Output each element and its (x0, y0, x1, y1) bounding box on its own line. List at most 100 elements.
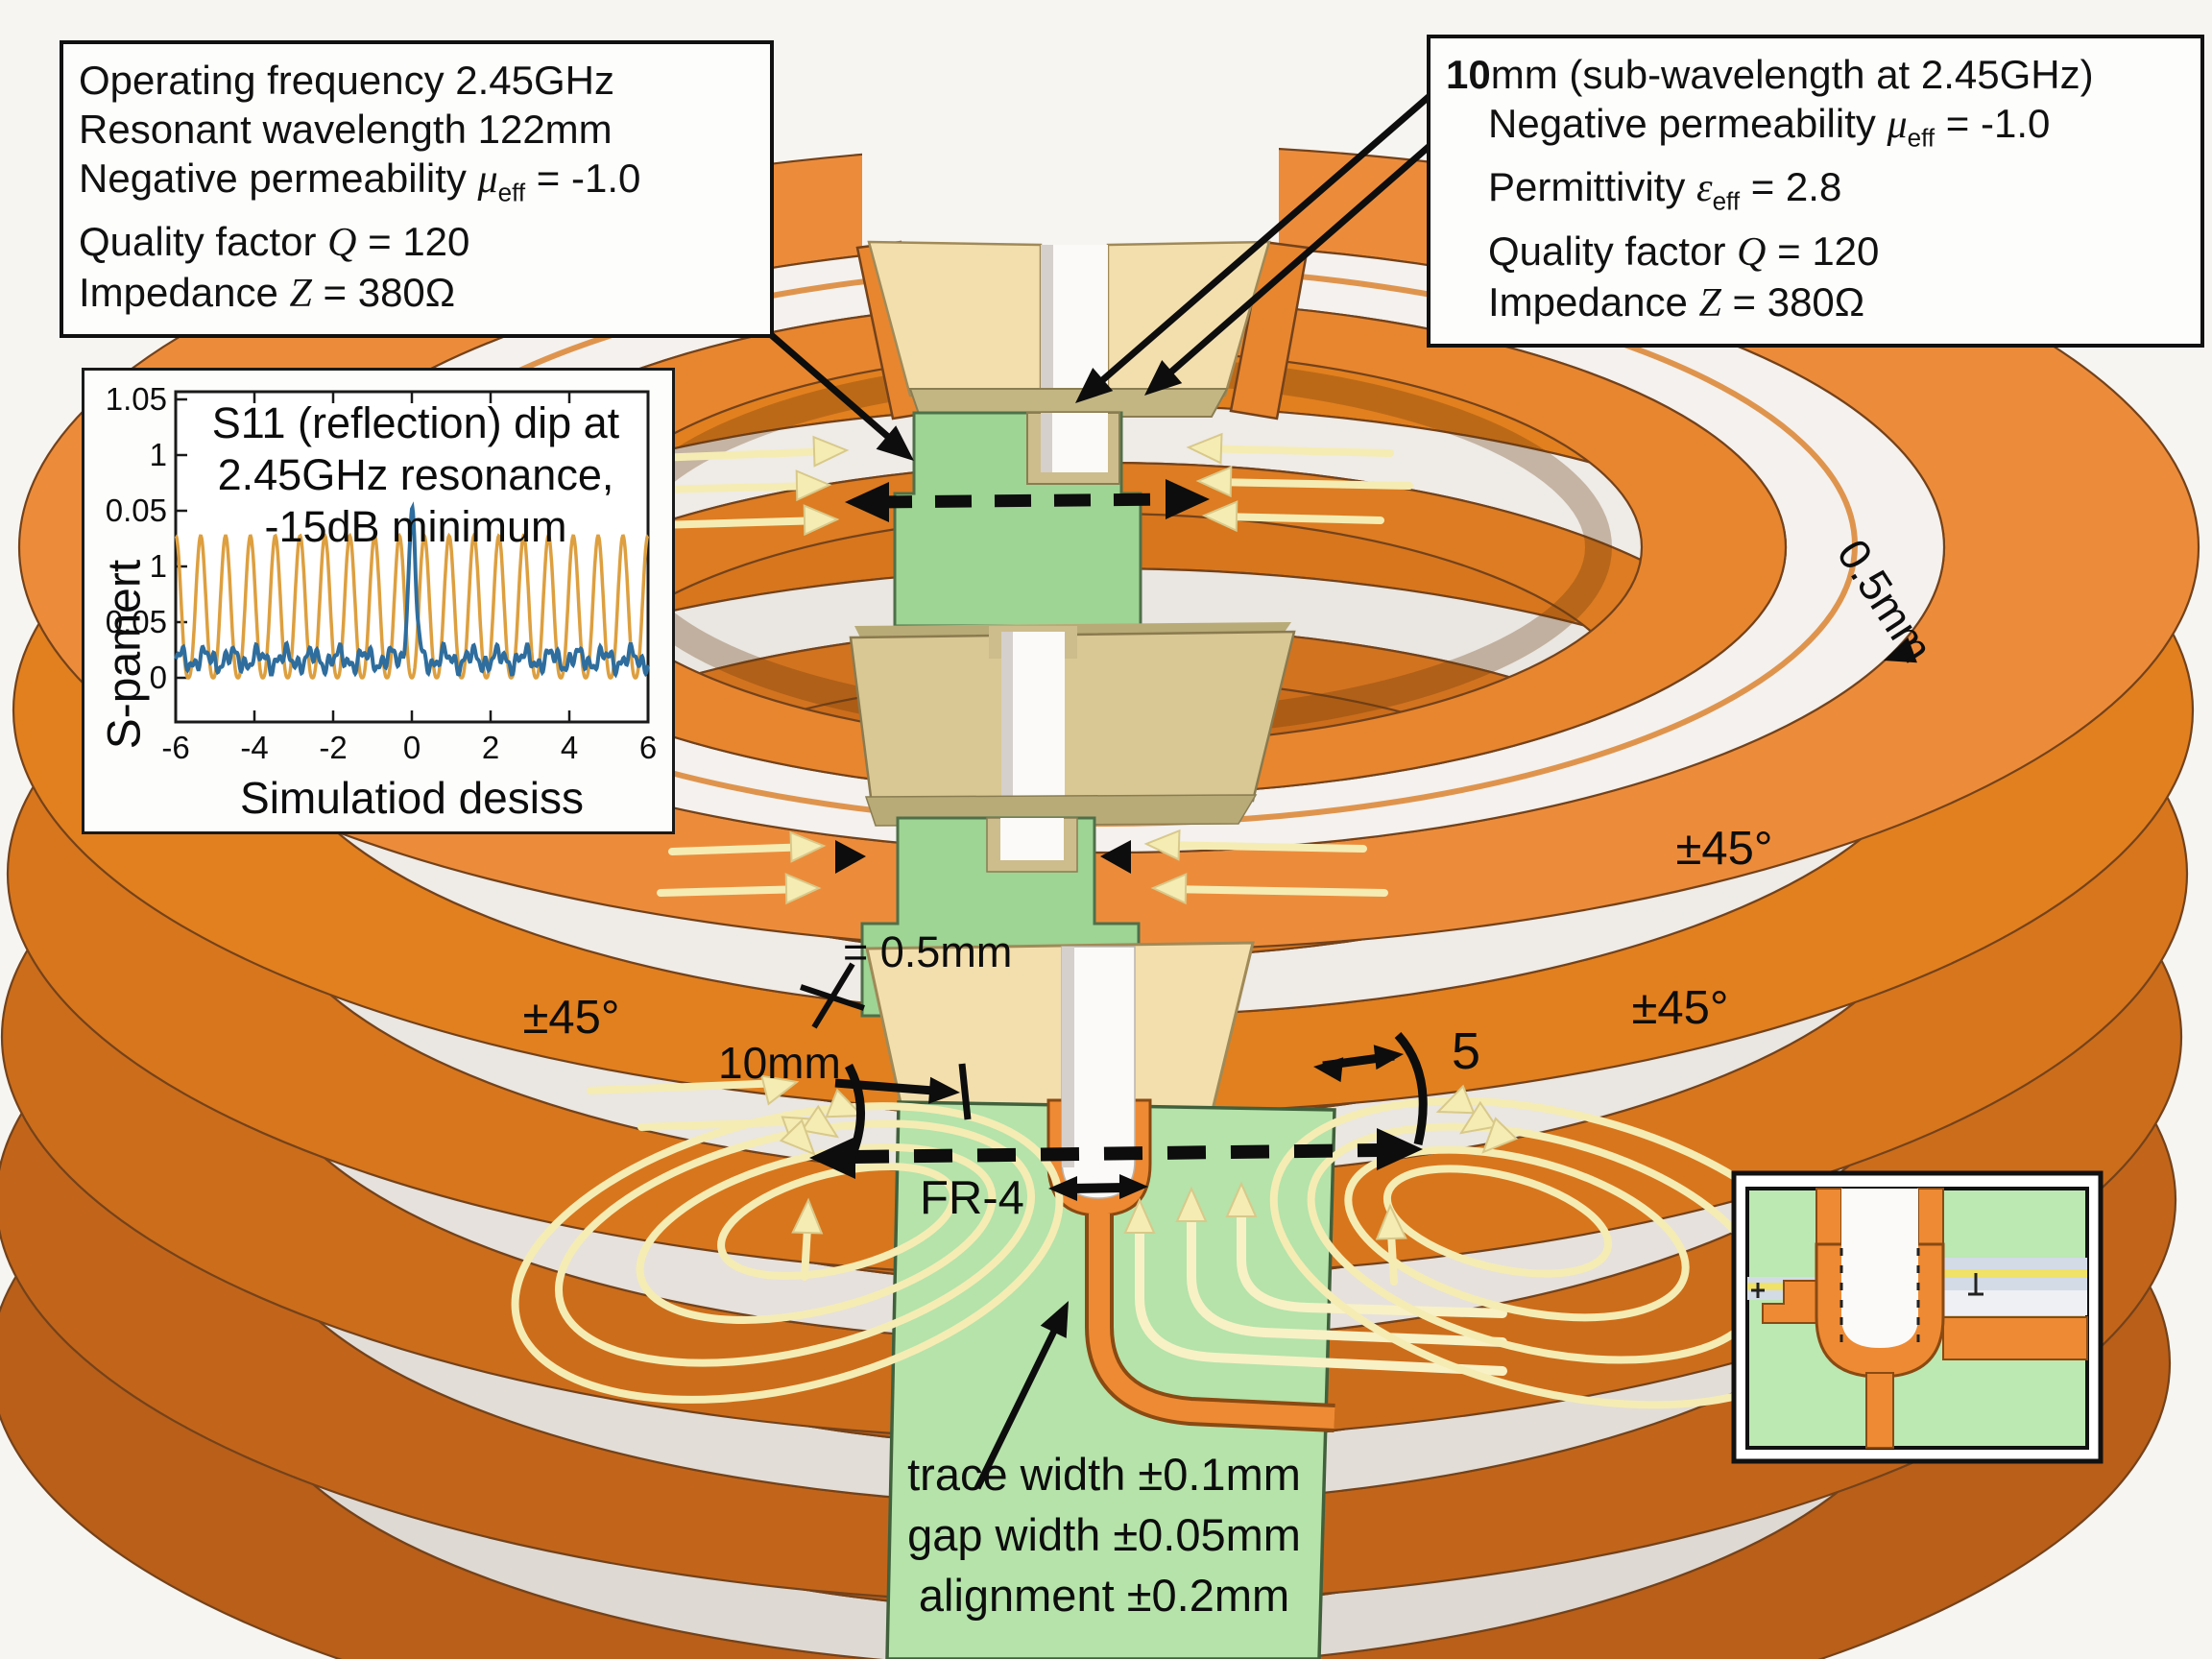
arrowhead (1225, 1181, 1258, 1217)
spec-box-right: 10mm (sub-wavelength at 2.45GHz)Negative… (1427, 35, 2204, 348)
leader-left-box (765, 329, 905, 452)
arrowhead (1481, 1117, 1519, 1154)
field-line-trace (1187, 1195, 1507, 1347)
cell-width-tick (958, 1063, 972, 1120)
text-line: 10mm (sub-wavelength at 2.45GHz) (1446, 52, 2094, 97)
arrowhead (779, 1118, 816, 1156)
x-tick-label: -2 (319, 730, 348, 765)
text-line: Permittivity εeff = 2.8 (1488, 164, 1842, 216)
arrowhead (1435, 1084, 1476, 1115)
field-line (637, 1118, 808, 1131)
text-line: gap width ±0.05mm (907, 1509, 1301, 1560)
inset-trace-stem (1865, 1372, 1894, 1449)
inset-yellow-line-left (1747, 1283, 1803, 1290)
x-tick-label: 2 (481, 730, 500, 765)
arrowhead (1377, 1128, 1423, 1170)
y-tick-label: 0 (149, 660, 167, 695)
inset-tick-marks (1751, 1248, 1984, 1344)
arrowhead (928, 1076, 960, 1104)
inset-yellow-line-right (1943, 1269, 2087, 1278)
comb-series-line (174, 532, 650, 680)
arrowhead (1040, 1301, 1069, 1338)
arrowhead (789, 830, 827, 863)
arrowhead (760, 1074, 800, 1106)
s11-chart-inset: S11 (reflection) dip at 2.45GHz resonanc… (82, 368, 675, 834)
gap-slot-lower-shade (1062, 947, 1074, 1167)
arrowhead (800, 1104, 840, 1139)
annotations (765, 93, 1917, 1490)
leader-right-box-2 (1166, 143, 1432, 376)
y-tick-label: 0.05 (105, 493, 167, 528)
cross-section-inset (1731, 1170, 2104, 1464)
field-line (668, 843, 815, 855)
field-line-trace (1237, 1190, 1507, 1318)
dashed-dimension-lower (850, 1143, 1382, 1164)
field-line (1214, 513, 1384, 524)
copper-trace (1089, 1214, 1335, 1429)
arrowhead (1119, 1174, 1148, 1199)
text-line: Negative permeability μeff = -1.0 (1488, 101, 2051, 153)
x-tick-label: -4 (240, 730, 269, 765)
arrowhead (795, 469, 832, 502)
text-line: Quality factor Q = 120 (79, 219, 470, 266)
inset-slot (1841, 1189, 1918, 1348)
arrowhead (1195, 466, 1233, 498)
inset-copper-right (1942, 1316, 2088, 1360)
label-substrate-material: FR-4 (920, 1172, 1024, 1224)
text-line: Impedance Z = 380Ω (1488, 278, 1865, 325)
label-angle-left: ±45° (522, 992, 620, 1044)
label-trace-thickness: = 0.5mm (843, 927, 1013, 976)
gap-slot-mid2 (1000, 818, 1064, 860)
x-tick-label: 0 (402, 730, 421, 765)
trace-callout-line (974, 1315, 1065, 1490)
axis-ticks (174, 392, 650, 722)
dashed-dimension-upper (875, 493, 1174, 509)
field-line-trace (1135, 1207, 1507, 1376)
gap-slot-mid-shade (1001, 632, 1013, 805)
y-tick-label: 1 (149, 548, 167, 584)
s11-series-line (174, 501, 650, 679)
gap-slot-top-shade (1041, 245, 1053, 413)
label-angle-right-lower: ±45° (1631, 982, 1729, 1034)
inset-white-band-right (1943, 1290, 2087, 1315)
arrowhead (1313, 1057, 1344, 1083)
extent-arc-right (1394, 1031, 1428, 1146)
tolerance-notes: trace width ±0.1mm gap width ±0.05mm align… (893, 1444, 1315, 1625)
field-line (587, 1079, 786, 1094)
label-angle-right-upper: ±45° (1675, 823, 1773, 875)
text-line: alignment ±0.2mm (918, 1570, 1290, 1621)
arrowhead (1175, 1186, 1208, 1222)
y-tick-label: 0.05 (105, 604, 167, 639)
text-line: trace width ±0.1mm (907, 1449, 1301, 1500)
field-arrowheads (760, 432, 1519, 1240)
y-tick-label: 1.05 (105, 381, 167, 417)
y-tick-label: 1 (149, 437, 167, 472)
text-line: Negative permeability μeff = -1.0 (79, 156, 641, 207)
inward-triangle-markers (835, 840, 1131, 874)
arrowhead (1186, 432, 1223, 465)
gap-slot-lower (1061, 946, 1136, 1199)
gap-slot-upper-shade (1041, 413, 1052, 472)
substrate-stack (849, 240, 1336, 1659)
text-line: Impedance Z = 380Ω (79, 270, 456, 317)
label-unit-cell-width: 10mm (718, 1038, 841, 1088)
arrowhead (1143, 829, 1181, 861)
ring-cut-face-right (1229, 240, 1310, 421)
ring-gap-cutout (862, 104, 1279, 246)
field-line (1198, 445, 1394, 457)
field-line (1208, 478, 1413, 490)
arrowhead (803, 504, 840, 537)
olive-cap-1 (908, 388, 1229, 418)
field-line (654, 517, 828, 529)
arrowhead (812, 435, 850, 468)
label-ring-count: 5 (1452, 1022, 1481, 1080)
arrowhead (1458, 1100, 1499, 1135)
field-line (657, 885, 810, 897)
arrowhead (791, 1197, 824, 1235)
arrowhead (1373, 1045, 1404, 1070)
field-line (1163, 885, 1388, 897)
arrowhead (1075, 368, 1114, 403)
arrowhead (1375, 1203, 1407, 1240)
text-line: Resonant wavelength 122mm (79, 107, 613, 152)
